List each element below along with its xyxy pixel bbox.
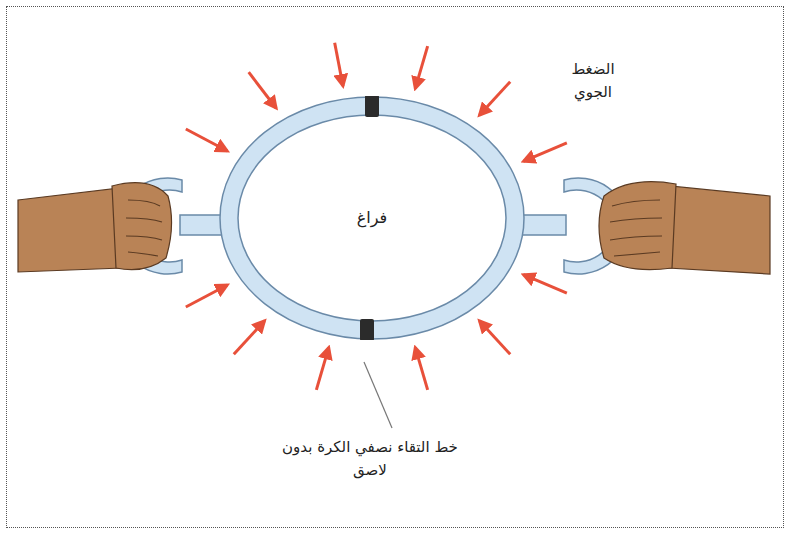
sphere: فراغ xyxy=(219,96,525,340)
pressure-label: الضغط الجوي xyxy=(556,58,630,103)
pressure-arrow xyxy=(186,129,228,151)
pressure-arrow xyxy=(479,82,510,116)
pressure-arrow xyxy=(186,285,228,307)
pressure-arrow xyxy=(234,321,265,355)
left-hand xyxy=(18,183,172,272)
node-label: فراغ xyxy=(357,206,387,230)
pressure-arrow xyxy=(316,347,328,390)
leader-line xyxy=(364,362,392,428)
pressure-arrow xyxy=(523,275,567,294)
pressure-arrow xyxy=(415,347,427,390)
pressure-arrow xyxy=(335,43,343,86)
right-hand xyxy=(599,182,770,274)
pressure-arrow xyxy=(415,46,427,89)
pressure-arrow xyxy=(523,143,567,162)
pressure-arrow xyxy=(479,321,510,355)
pressure-arrows xyxy=(186,43,567,390)
seam-label: خط التقاء نصفي الكرة بدون لاصق xyxy=(270,436,470,481)
pressure-arrow xyxy=(249,72,277,108)
